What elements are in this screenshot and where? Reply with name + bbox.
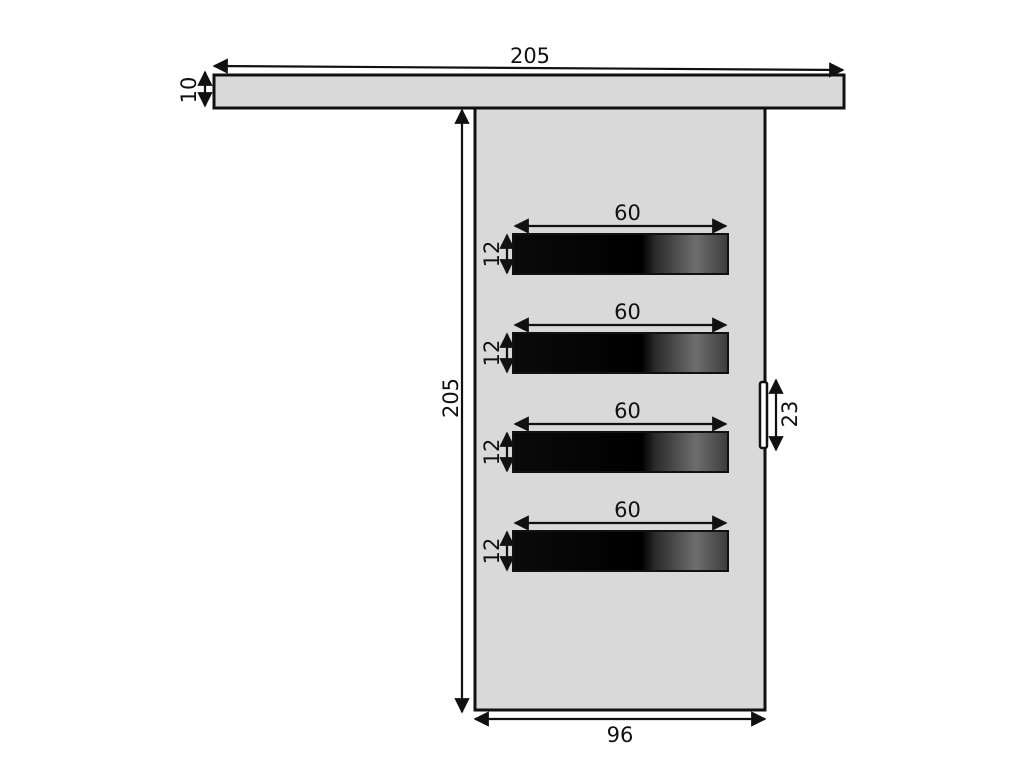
glass-panel: 60 12 bbox=[480, 399, 729, 473]
glass-panel: 60 12 bbox=[480, 498, 729, 572]
glass-width-label: 60 bbox=[614, 300, 641, 324]
door-handle: 23 bbox=[758, 378, 802, 452]
glass-height-label: 12 bbox=[480, 538, 504, 565]
rail-height-label: 10 bbox=[177, 77, 201, 104]
door-panel: 205 96 bbox=[439, 106, 767, 747]
glass-height-label: 12 bbox=[480, 241, 504, 268]
rail-bar bbox=[212, 73, 846, 110]
glass-width-label: 60 bbox=[614, 399, 641, 423]
glass-panel: 60 12 bbox=[480, 300, 729, 374]
door-height-label: 205 bbox=[439, 378, 463, 418]
glass-height-label: 12 bbox=[480, 439, 504, 466]
rail-width-dimension-line bbox=[212, 58, 845, 78]
glass-width-label: 60 bbox=[614, 498, 641, 522]
handle-bar bbox=[758, 380, 769, 450]
glass-height-label: 12 bbox=[480, 340, 504, 367]
glass-pane bbox=[512, 233, 729, 275]
glass-width-label: 60 bbox=[614, 201, 641, 225]
glass-pane bbox=[512, 431, 729, 473]
glass-pane bbox=[512, 332, 729, 374]
handle-height-label: 23 bbox=[778, 401, 802, 428]
door-leaf bbox=[473, 106, 767, 712]
glass-panel: 60 12 bbox=[480, 201, 729, 275]
rail-width-label: 205 bbox=[510, 44, 550, 68]
door-width-label: 96 bbox=[607, 723, 634, 747]
glass-pane bbox=[512, 530, 729, 572]
glass-panels: 60 12 60 12 60 12 60 12 bbox=[480, 201, 729, 572]
top-rail: 205 10 bbox=[177, 44, 846, 110]
